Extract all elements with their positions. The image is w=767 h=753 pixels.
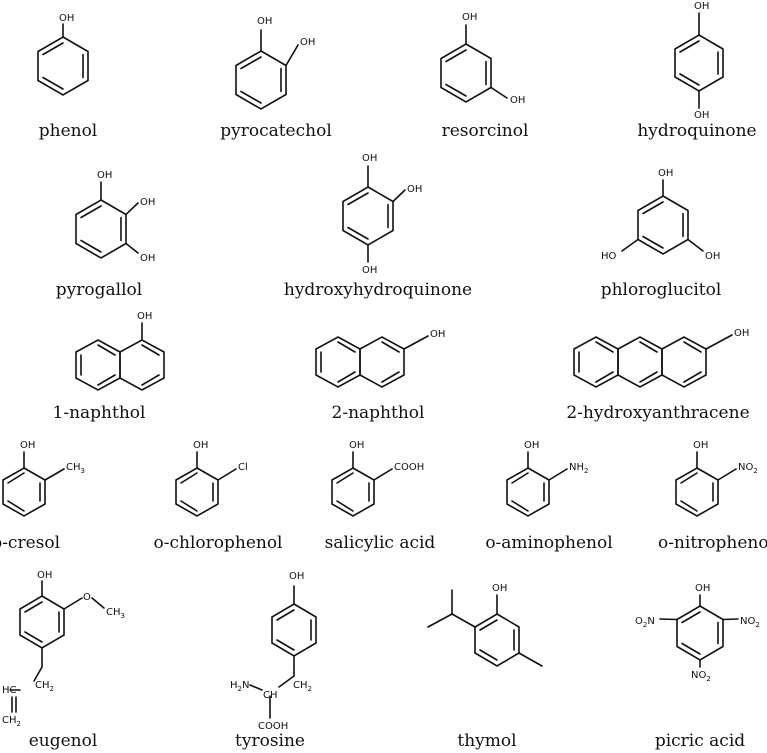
atom-label: OH: [37, 570, 52, 581]
atom-label: OH: [257, 16, 272, 27]
compound-name-resorcinol: resorcinol: [442, 121, 529, 141]
structure-salicylic-acid: OH COOH: [331, 440, 424, 517]
atom-label: OH: [362, 265, 377, 276]
atom-label: CH3: [66, 462, 85, 475]
structure-thymol: OH: [427, 583, 543, 667]
atom-label: HC: [2, 685, 17, 696]
atom-label: OH: [734, 328, 749, 339]
atom-label: Cl: [238, 462, 248, 473]
structure-phloroglucitol: OH HO OH: [601, 168, 720, 262]
atom-label: OH: [430, 329, 445, 340]
structure-hydroxyhydroquinone: OH OH OH: [342, 153, 422, 276]
atom-label: OH: [300, 37, 315, 48]
atom-label: COOH: [394, 462, 424, 473]
structure-tyrosine: OH H2N CH CH2 COOH: [230, 571, 317, 732]
atom-label: OH: [97, 170, 112, 181]
compound-name-o-aminophenol: o-aminophenol: [485, 533, 612, 553]
atom-label: OH: [693, 440, 708, 451]
atom-label: OH: [524, 440, 539, 451]
atom-label: NO2: [740, 616, 760, 629]
atom-label: H2N: [230, 680, 249, 693]
atom-label: O: [83, 592, 91, 603]
structure-o-nitrophenol: OH NO2: [675, 440, 758, 517]
structure-pyrogallol: OH OH OH: [75, 170, 155, 264]
atom-label: OH: [694, 110, 709, 121]
atom-label: CH2: [293, 680, 312, 693]
atom-label: OH: [20, 440, 35, 451]
structure-2-hydroxyanthracene: OH: [573, 328, 749, 388]
compound-name-hydroquinone: hydroquinone: [637, 121, 756, 141]
compound-name-2-naphthol: 2-naphthol: [332, 403, 425, 423]
compound-name-o-cresol: o-cresol: [0, 533, 60, 553]
atom-label: OH: [137, 311, 152, 322]
structure-phenol: OH: [37, 13, 89, 96]
compound-name-hydroxyhydroquinone: hydroxyhydroquinone: [284, 280, 472, 300]
compound-name-thymol: thymol: [457, 731, 516, 751]
structure-o-aminophenol: OH NH2: [506, 440, 588, 517]
structure-o-chlorophenol: OH Cl: [175, 440, 248, 517]
atom-label: OH: [59, 13, 74, 24]
atom-label: OH: [658, 168, 673, 179]
compound-name-salicylic-acid: salicylic acid: [325, 533, 436, 553]
atom-label: OH: [407, 184, 422, 195]
atom-label: CH: [263, 690, 278, 701]
atom-label: OH: [349, 440, 364, 451]
structure-picric-acid: OH O2N NO2 NO2: [635, 583, 760, 683]
structure-pyrocatechol: OH OH: [235, 16, 315, 110]
compound-name-phenol: phenol: [39, 121, 98, 141]
atom-label: OH: [193, 440, 208, 451]
atom-label: NO2: [738, 462, 758, 475]
compound-name-pyrocatechol: pyrocatechol: [220, 121, 332, 141]
compound-name-1-naphthol: 1-naphthol: [53, 403, 146, 423]
atom-label: OH: [462, 12, 477, 23]
structure-o-cresol: OH CH3: [2, 440, 85, 517]
compound-name-o-nitrophenol: o-nitrophenol: [658, 533, 767, 553]
structure-hydroquinone: OH OH: [674, 1, 724, 121]
structure-2-naphthol: OH: [315, 329, 445, 388]
structure-1-naphthol: OH: [75, 311, 165, 391]
compound-name-eugenol: eugenol: [29, 731, 98, 751]
atom-label: NO2: [691, 670, 711, 683]
compound-name-pyrogallol: pyrogallol: [56, 280, 142, 300]
atom-label: OH: [289, 571, 304, 582]
atom-label: CH2: [35, 680, 54, 693]
atom-label: NH2: [569, 462, 588, 475]
compound-name-picric-acid: picric acid: [655, 731, 745, 751]
atom-label: COOH: [258, 721, 288, 732]
atom-label: OH: [694, 1, 709, 12]
atom-label: CH2: [2, 715, 21, 728]
atom-label: HO: [601, 251, 617, 262]
atom-label: OH: [362, 153, 377, 164]
atom-label: O2N: [635, 616, 655, 629]
atom-label: OH: [705, 251, 720, 262]
structure-resorcinol: OH OH: [440, 12, 525, 106]
atom-label: OH: [510, 95, 525, 106]
atom-label: OH: [140, 197, 155, 208]
compound-name-2-hydroxyanthracene: 2-hydroxyanthracene: [566, 403, 749, 423]
structure-eugenol: OH O CH3 CH2 HC CH2: [2, 570, 125, 728]
atom-label: OH: [140, 253, 155, 264]
compound-name-phloroglucitol: phloroglucitol: [601, 280, 722, 300]
compound-name-tyrosine: tyrosine: [235, 731, 305, 751]
atom-label: OH: [695, 583, 710, 594]
compound-name-o-chlorophenol: o-chlorophenol: [154, 533, 283, 553]
atom-label: OH: [492, 583, 507, 594]
atom-label: CH3: [106, 607, 125, 620]
